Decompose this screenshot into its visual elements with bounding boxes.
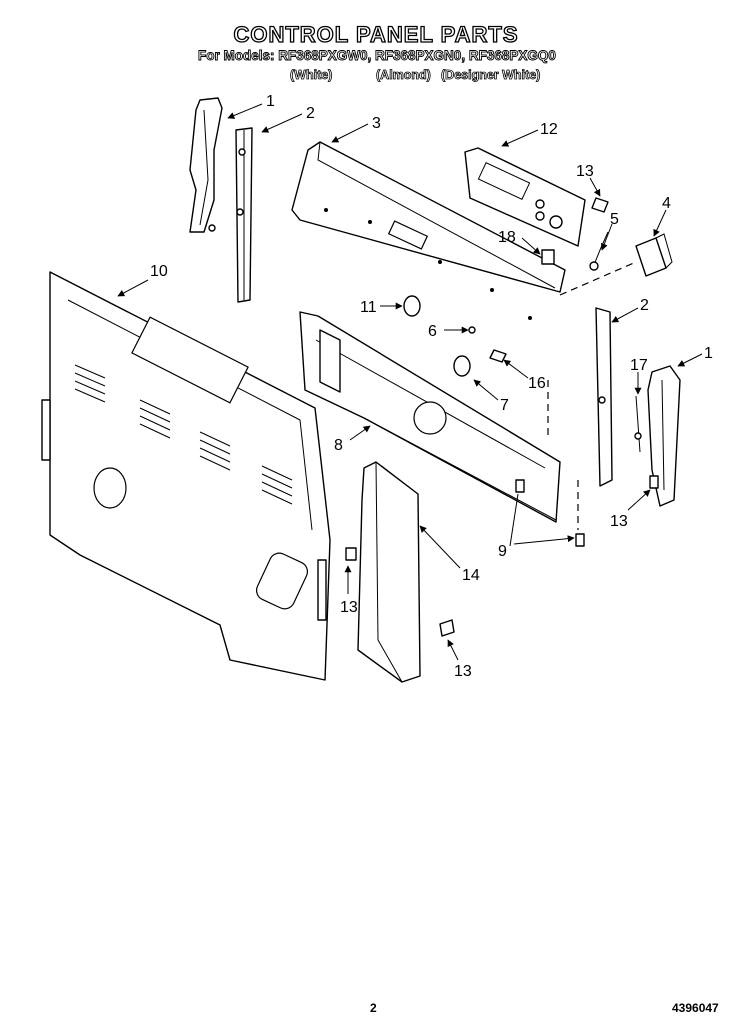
part-7-knob (453, 355, 471, 377)
part-3-control-panel (291, 141, 566, 320)
callout-11: 11 (360, 299, 377, 316)
part-9-screws (515, 479, 585, 547)
callout-13-right: 13 (610, 513, 628, 530)
callout-14: 14 (462, 567, 480, 584)
callout-13-bottom: 13 (454, 663, 472, 680)
part-13-screw-mid (345, 547, 357, 561)
variant-designer-white: (Designer White) (441, 68, 541, 83)
part-13-screw-bottom (439, 619, 455, 637)
document-number: 4396047 (672, 1001, 719, 1015)
variant-almond: (Almond) (376, 68, 432, 83)
alignment-lines (547, 261, 637, 530)
callout-10: 10 (150, 263, 168, 280)
page-title: CONTROL PANEL PARTS (233, 21, 519, 47)
callout-2-left: 2 (306, 105, 315, 122)
callout-17: 17 (630, 357, 648, 374)
part-5-wire (589, 231, 609, 271)
part-14-cover (357, 461, 421, 683)
callout-18: 18 (498, 229, 516, 246)
leader-lines (117, 103, 703, 661)
part-4-switch (635, 233, 673, 277)
callout-12: 12 (540, 121, 558, 138)
part-13-screw-top (591, 197, 609, 213)
models-line: For Models: RF368PXGW0, RF368PXGN0, RF36… (198, 48, 557, 64)
part-2-bracket-left (235, 127, 253, 303)
callout-1-left: 1 (266, 93, 275, 110)
part-18-clip (541, 249, 555, 265)
callout-9: 9 (498, 543, 507, 560)
callout-4: 4 (662, 195, 671, 212)
part-8-control-panel-frame (299, 311, 561, 523)
callout-3: 3 (372, 115, 381, 132)
part-12-electronic-control (464, 147, 586, 247)
callout-7: 7 (500, 397, 509, 414)
callout-8: 8 (334, 437, 343, 454)
callout-16: 16 (528, 375, 546, 392)
variant-white: (White) (290, 68, 333, 83)
part-1-end-cap-left (189, 97, 223, 233)
part-6-insert (468, 326, 476, 334)
part-1-end-cap-right (647, 365, 681, 507)
part-11-knob (403, 295, 421, 317)
callout-2-right: 2 (640, 297, 649, 314)
page-number: 2 (370, 1001, 377, 1015)
part-17-spring (634, 395, 642, 453)
callout-13-top: 13 (576, 163, 594, 180)
callout-6: 6 (428, 323, 437, 340)
callout-5: 5 (610, 211, 619, 228)
part-10-back-guard (41, 271, 331, 681)
callout-1-right: 1 (704, 345, 713, 362)
part-2-bracket-right (595, 307, 613, 487)
part-13-screw-right (649, 475, 659, 489)
callout-numbers: 1 2 3 12 13 5 4 18 10 11 6 2 17 1 16 7 8… (150, 93, 713, 680)
part-16-screw (489, 349, 507, 363)
callout-13-mid: 13 (340, 599, 358, 616)
